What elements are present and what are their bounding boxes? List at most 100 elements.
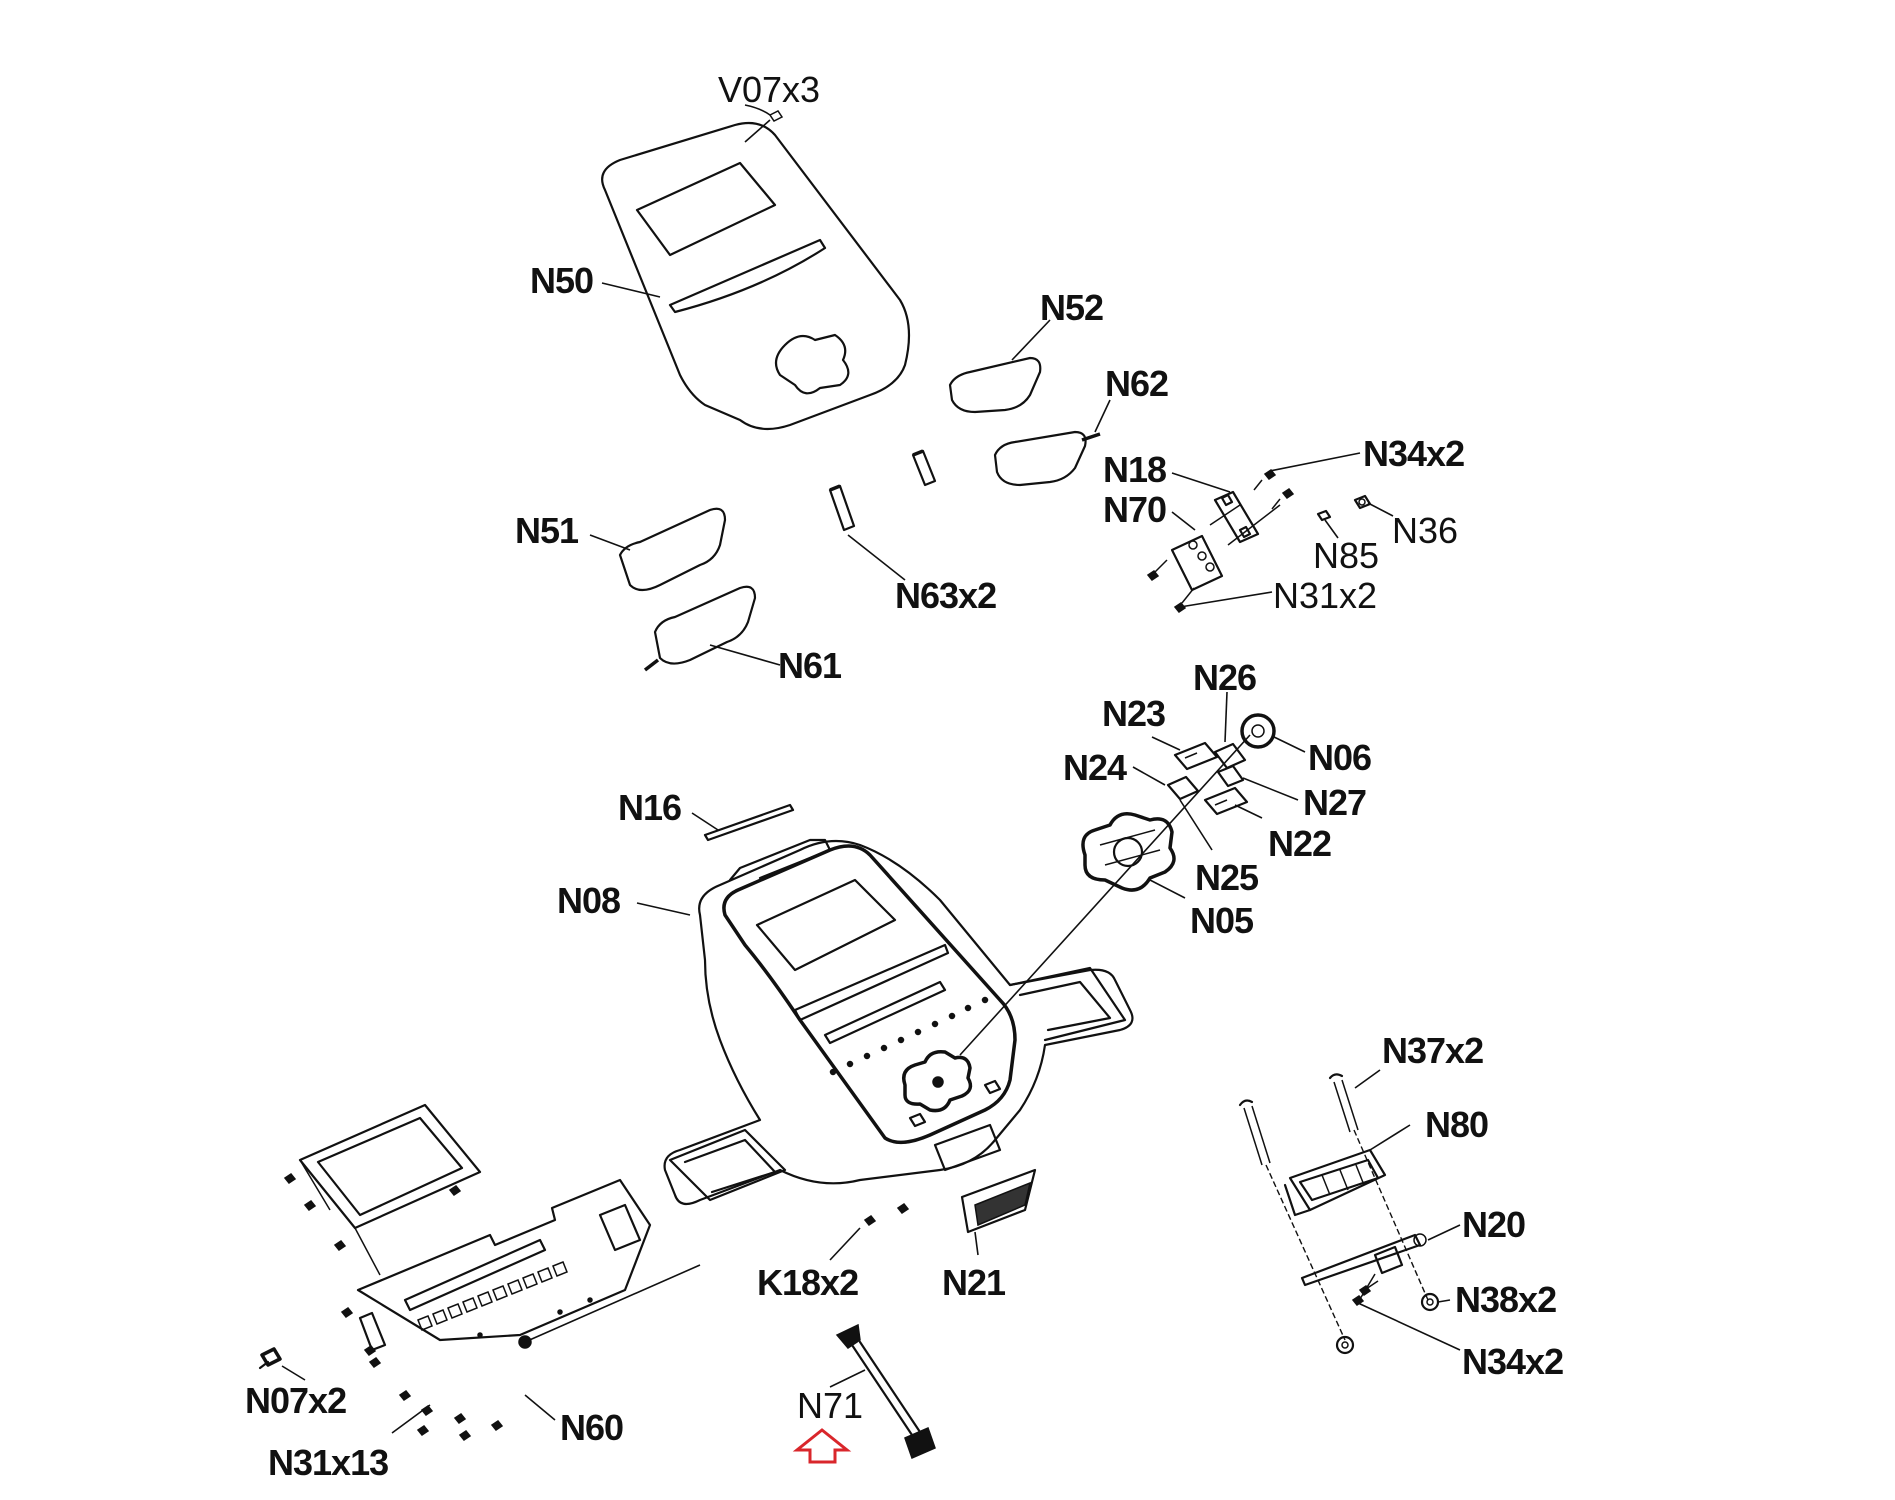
screws-frame [283, 1172, 462, 1252]
part-n60-pcb [356, 1178, 652, 1352]
part-n63-cables [828, 449, 937, 581]
leader-n34x2-top [1269, 452, 1361, 472]
screws-n31-pcb [340, 1306, 504, 1442]
label-n52: N52 [1040, 287, 1103, 328]
label-k18x2: K18x2 [757, 1262, 858, 1303]
label-n05: N05 [1190, 900, 1254, 941]
leader-n08 [636, 902, 691, 916]
leader-n80 [1369, 1124, 1411, 1151]
part-n06-washer [1240, 713, 1276, 749]
pcb-keys [417, 1261, 568, 1331]
leader-n52 [1011, 319, 1051, 361]
label-v07x3: V07x3 [718, 69, 820, 110]
part-n70-switch [1170, 534, 1224, 592]
part-n61-overlay [643, 585, 757, 672]
leader-n25 [1179, 799, 1213, 851]
part-n52-overlay [948, 356, 1042, 414]
label-n25: N25 [1195, 857, 1259, 898]
label-n85: N85 [1313, 535, 1379, 576]
label-n61: N61 [778, 645, 842, 686]
axis-knob-to-console [959, 734, 1251, 1056]
label-n20: N20 [1462, 1204, 1525, 1245]
part-n18-bracket [1209, 490, 1281, 546]
label-n27: N27 [1303, 782, 1366, 823]
leader-n71 [829, 1369, 866, 1388]
leader-n05 [1149, 879, 1186, 899]
label-n36: N36 [1392, 510, 1458, 551]
highlight-arrow-icon [792, 1428, 852, 1464]
leader-n27 [1242, 777, 1299, 801]
label-n21: N21 [942, 1262, 1006, 1303]
bolts-n37 [1238, 1073, 1429, 1341]
label-n80: N80 [1425, 1104, 1488, 1145]
label-n63x2: N63x2 [895, 575, 996, 616]
label-n51: N51 [515, 510, 579, 551]
label-n34x2-top: N34x2 [1363, 433, 1464, 474]
part-n85-clip [1316, 509, 1332, 522]
label-n62: N62 [1105, 363, 1168, 404]
label-n70: N70 [1103, 489, 1166, 530]
leader-n24 [1132, 766, 1166, 786]
part-n07-knob [258, 1347, 282, 1370]
part-n05-knob [1081, 812, 1176, 892]
part-display-frame [298, 1103, 482, 1276]
label-n06: N06 [1308, 737, 1371, 778]
label-n38x2: N38x2 [1455, 1279, 1556, 1320]
label-n26: N26 [1193, 657, 1256, 698]
part-n20-bracket [1300, 1233, 1427, 1287]
leader-n70 [1171, 511, 1196, 531]
part-v07-screw [744, 104, 784, 143]
part-n51-overlay [618, 507, 727, 592]
leader-n37x2 [1354, 1069, 1381, 1089]
leader-n34x2-bottom [1357, 1302, 1461, 1351]
leader-n85 [1324, 519, 1339, 539]
screws-k18 [829, 1202, 910, 1261]
leader-n60 [524, 1394, 556, 1421]
label-n16: N16 [618, 787, 681, 828]
label-n31x2: N31x2 [1273, 575, 1377, 616]
label-n23: N23 [1102, 693, 1165, 734]
leader-n06 [1271, 735, 1306, 753]
leader-n26 [1224, 691, 1228, 743]
leader-n36 [1367, 502, 1394, 517]
part-n50-overlay [601, 121, 911, 431]
leader-n21 [974, 1231, 979, 1256]
label-n50: N50 [530, 260, 593, 301]
leader-n18 [1171, 472, 1231, 493]
label-n08: N08 [557, 880, 620, 921]
part-n36-nut [1353, 494, 1372, 510]
part-n08-console [663, 838, 1134, 1206]
screws-n34-top [1253, 468, 1295, 510]
label-n22: N22 [1268, 823, 1331, 864]
leader-n20 [1427, 1224, 1461, 1241]
leader-n61 [709, 644, 781, 666]
leader-n38x2 [1437, 1299, 1451, 1303]
leader-n51 [589, 534, 631, 551]
label-n31x13: N31x13 [268, 1442, 388, 1483]
leader-n22 [1234, 804, 1263, 819]
washer-n38 [1335, 1292, 1440, 1355]
leader-n62 [1094, 399, 1111, 433]
part-n21-grille [960, 1168, 1037, 1234]
leader-n31x13 [391, 1404, 431, 1434]
label-n34x2-bottom: N34x2 [1462, 1341, 1563, 1382]
part-n71-cable [835, 1323, 936, 1460]
leader-n50 [601, 282, 661, 298]
part-n16-strip [703, 803, 795, 842]
screws-n34-bottom [1351, 1273, 1379, 1307]
console-button-dots [829, 996, 989, 1076]
label-n71: N71 [797, 1385, 863, 1426]
screws-n31-pair [1146, 559, 1195, 614]
part-n22-n27-buttons [1166, 741, 1249, 816]
label-n24: N24 [1063, 747, 1127, 788]
label-n07x2: N07x2 [245, 1380, 346, 1421]
label-n60: N60 [560, 1407, 623, 1448]
label-n18: N18 [1103, 449, 1166, 490]
part-n80-housing [1283, 1148, 1387, 1217]
leader-n23 [1151, 736, 1181, 751]
part-n62-overlay [993, 430, 1101, 487]
axis-pcb-to-console [524, 1264, 701, 1343]
leader-n07x2 [281, 1365, 306, 1381]
leader-n31x2 [1179, 591, 1273, 608]
